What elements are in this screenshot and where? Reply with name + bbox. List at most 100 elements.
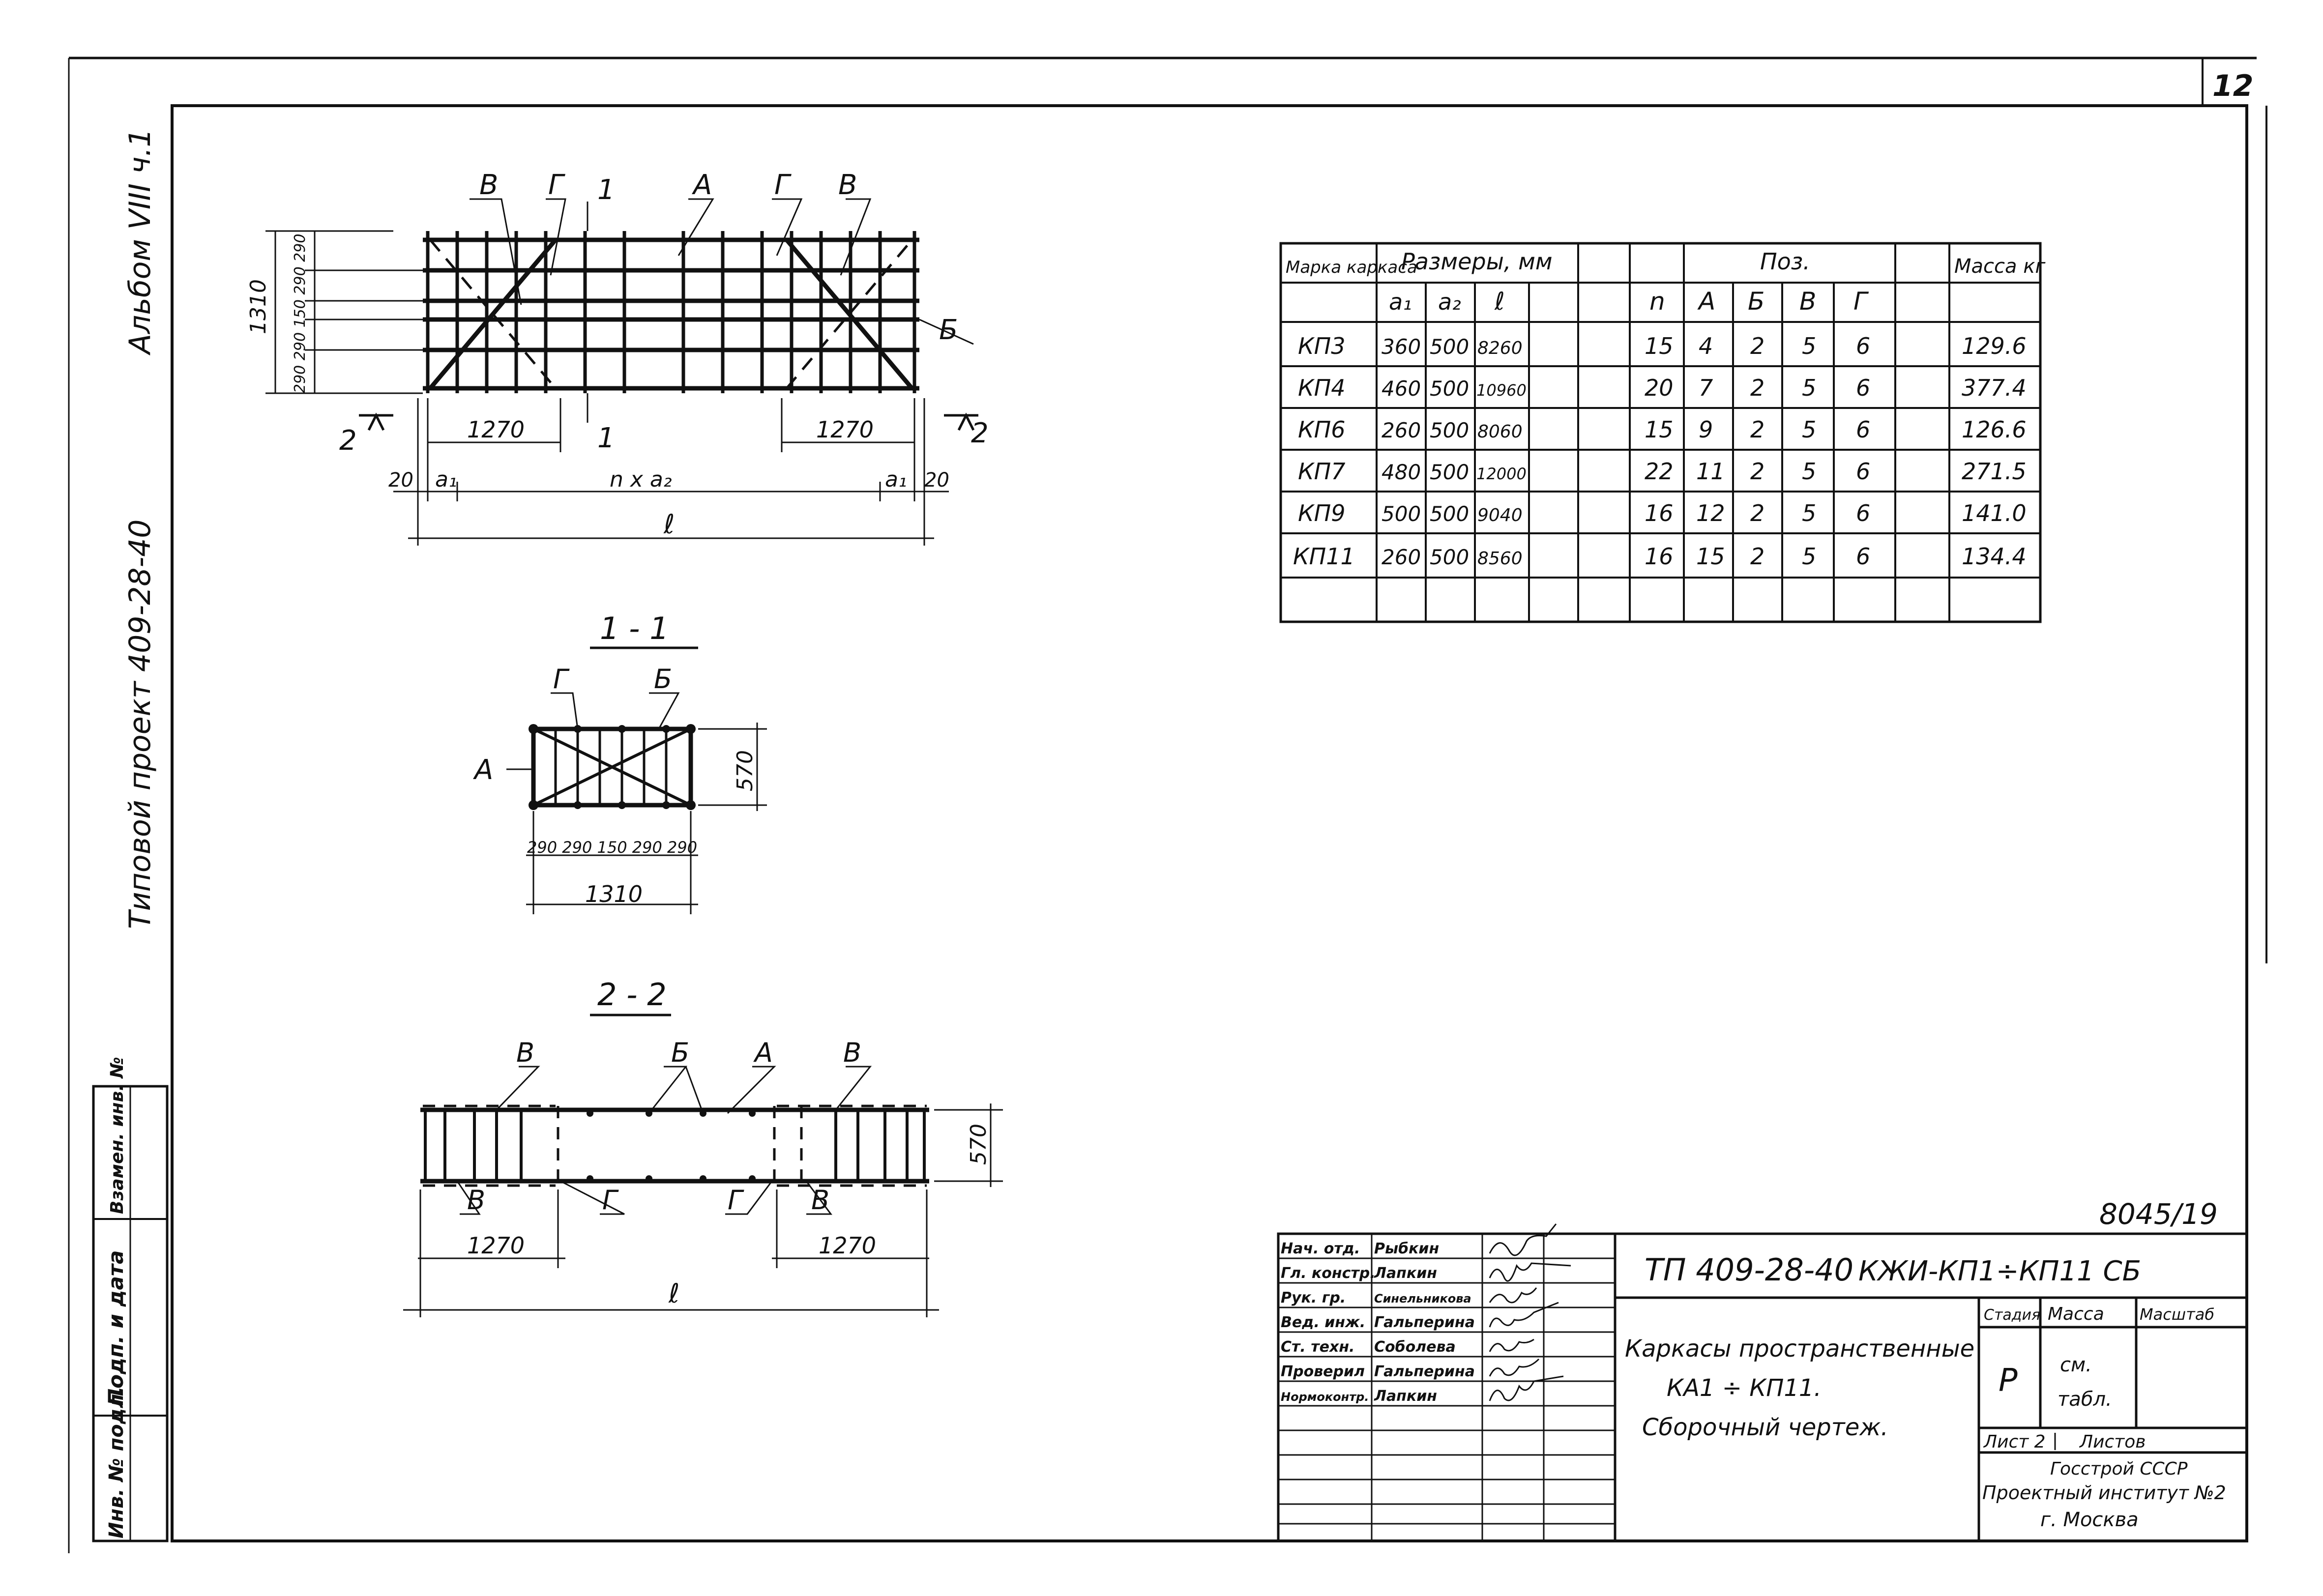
cell-l: 9040 <box>1477 505 1523 525</box>
stamp-col-replace: Взамен. инв. № <box>107 1057 127 1214</box>
tb-sheets-label: Листов <box>2079 1432 2146 1452</box>
plan-dim-right: 1270 <box>816 416 874 443</box>
project-label: Типовой проект 409-28-40 <box>123 520 157 929</box>
cell-G: 6 <box>1856 543 1870 570</box>
cell-a1: 480 <box>1382 460 1421 484</box>
cell-B: 2 <box>1750 500 1764 526</box>
cell-V: 5 <box>1802 333 1816 359</box>
spec-table: Марка каркаса Размеры, мм a₁ a₂ ℓ Поз. n… <box>1279 242 2046 623</box>
th-mass: Масса кг <box>1954 255 2046 278</box>
plan-vertical-dims <box>265 230 423 394</box>
section-2-2: 2 - 2 <box>403 977 1003 1317</box>
plan-dim-spacing: 290 290 150 290 290 <box>292 234 309 393</box>
cell-A: 9 <box>1699 416 1713 443</box>
cell-a1: 500 <box>1382 502 1421 526</box>
sig-name-1: Лапкин <box>1374 1265 1437 1282</box>
tb-title-line-3: Сборочный чертеж. <box>1642 1414 1888 1441</box>
th-B: Б <box>1748 287 1764 316</box>
th-mark: Марка каркаса <box>1286 258 1417 277</box>
cell-B: 2 <box>1750 543 1764 570</box>
plan-label-b: Б <box>939 314 958 346</box>
section-1-title: 1 - 1 <box>600 610 669 646</box>
tb-title-line-1: Каркасы пространственные <box>1625 1335 1974 1363</box>
th-G: Г <box>1853 287 1869 316</box>
th-pos: Поз. <box>1760 248 1810 275</box>
th-a1: a₁ <box>1389 289 1412 315</box>
sig-name-5: Гальперина <box>1374 1363 1475 1380</box>
sheet-frame <box>68 57 2267 1553</box>
left-strip: Альбом VIII ч.1 Типовой проект 409-28-40… <box>92 128 169 1542</box>
cell-a2: 500 <box>1430 377 1469 401</box>
cell-n: 15 <box>1645 333 1674 359</box>
cell-a1: 460 <box>1382 377 1421 401</box>
plan-label-v-right: В <box>838 169 857 201</box>
section-1-label-b: Б <box>654 664 672 695</box>
sig-role-1: Гл. констр. <box>1281 1265 1376 1282</box>
cell-a2: 500 <box>1430 502 1469 526</box>
sig-name-6: Лапкин <box>1374 1388 1437 1405</box>
section-1-label-a: А <box>473 754 493 786</box>
section-2-dim-right: 1270 <box>819 1232 876 1259</box>
plan-label-a: А <box>692 169 712 201</box>
cell-mass: 377.4 <box>1962 375 2027 401</box>
table-row: КП4 460 500 10960 20 7 2 5 6 377.4 <box>1298 375 2027 401</box>
cell-mark: КП4 <box>1298 375 1346 401</box>
cell-A: 11 <box>1696 458 1725 485</box>
tb-mass-value-1: см. <box>2060 1354 2092 1376</box>
sig-name-4: Соболева <box>1374 1338 1456 1356</box>
table-row: КП9 500 500 9040 16 12 2 5 6 141.0 <box>1298 500 2027 526</box>
sig-name-0: Рыбкин <box>1374 1240 1439 1257</box>
cell-a2: 500 <box>1430 545 1469 569</box>
tb-stage-label: Стадия <box>1984 1306 2040 1324</box>
cell-a1: 260 <box>1382 418 1421 442</box>
cell-n: 22 <box>1645 458 1674 485</box>
plan-horizontal-dims <box>393 398 949 546</box>
cell-l: 10960 <box>1476 381 1527 400</box>
cell-A: 4 <box>1699 333 1713 359</box>
plan-dim-end-right: 20 <box>924 469 949 492</box>
sig-role-5: Проверил <box>1281 1363 1365 1380</box>
stamp-col-sign: Подп. и дата <box>104 1250 128 1406</box>
cell-V: 5 <box>1802 458 1816 485</box>
cell-mass: 129.6 <box>1962 333 2027 359</box>
section-2-label-v-top-left: В <box>516 1037 534 1068</box>
th-n: n <box>1649 287 1665 316</box>
cell-G: 6 <box>1856 458 1870 485</box>
cell-mark: КП9 <box>1298 500 1346 526</box>
cell-l: 8560 <box>1477 549 1523 569</box>
plan-dim-height: 1310 <box>246 279 271 334</box>
tb-mass-value-2: табл. <box>2058 1388 2112 1411</box>
tb-scale-label: Масштаб <box>2140 1305 2214 1324</box>
stamp-col-inv: Инв. № подл. <box>105 1386 128 1538</box>
sig-role-6: Нормоконтр. <box>1281 1390 1369 1404</box>
cell-mass: 141.0 <box>1962 500 2027 526</box>
plan-diagonal-bars <box>428 238 914 390</box>
section-2-label-a: А <box>753 1037 773 1068</box>
title-block: Нач. отд. Рыбкин Гл. констр. Лапкин Рук.… <box>1277 1223 2248 1542</box>
plan-cut2-left: 2 <box>339 425 357 457</box>
plan-dim-mid: n x a₂ <box>610 467 672 492</box>
tb-code: ТП 409-28-40 <box>1645 1252 1853 1288</box>
cell-mark: КП6 <box>1298 416 1346 443</box>
th-A: А <box>1697 287 1715 316</box>
cell-n: 15 <box>1645 416 1674 443</box>
section-2-label-g-bot-left: Г <box>602 1185 619 1216</box>
table-row: КП6 260 500 8060 15 9 2 5 6 126.6 <box>1298 416 2027 443</box>
cell-G: 6 <box>1856 416 1870 443</box>
plan-dim-a1-right: a₁ <box>885 467 907 492</box>
handwritten-signatures <box>1489 1223 1571 1401</box>
plan-label-g-right: Г <box>774 169 792 201</box>
section-2-title: 2 - 2 <box>597 977 667 1013</box>
table-row: КП11 260 500 8560 16 15 2 5 6 134.4 <box>1293 543 2027 570</box>
cell-V: 5 <box>1802 500 1816 526</box>
tb-stage: Р <box>1999 1363 2018 1399</box>
sig-role-0: Нач. отд. <box>1281 1240 1360 1257</box>
cell-A: 12 <box>1696 500 1725 526</box>
cell-A: 15 <box>1696 543 1725 570</box>
plan-label-g-left: Г <box>548 169 565 201</box>
plan-dim-a1-left: a₁ <box>435 467 457 492</box>
section-1-label-g: Г <box>553 664 570 695</box>
section-2-dim-height: 570 <box>966 1124 991 1165</box>
plan-label-v-left: В <box>479 169 498 201</box>
